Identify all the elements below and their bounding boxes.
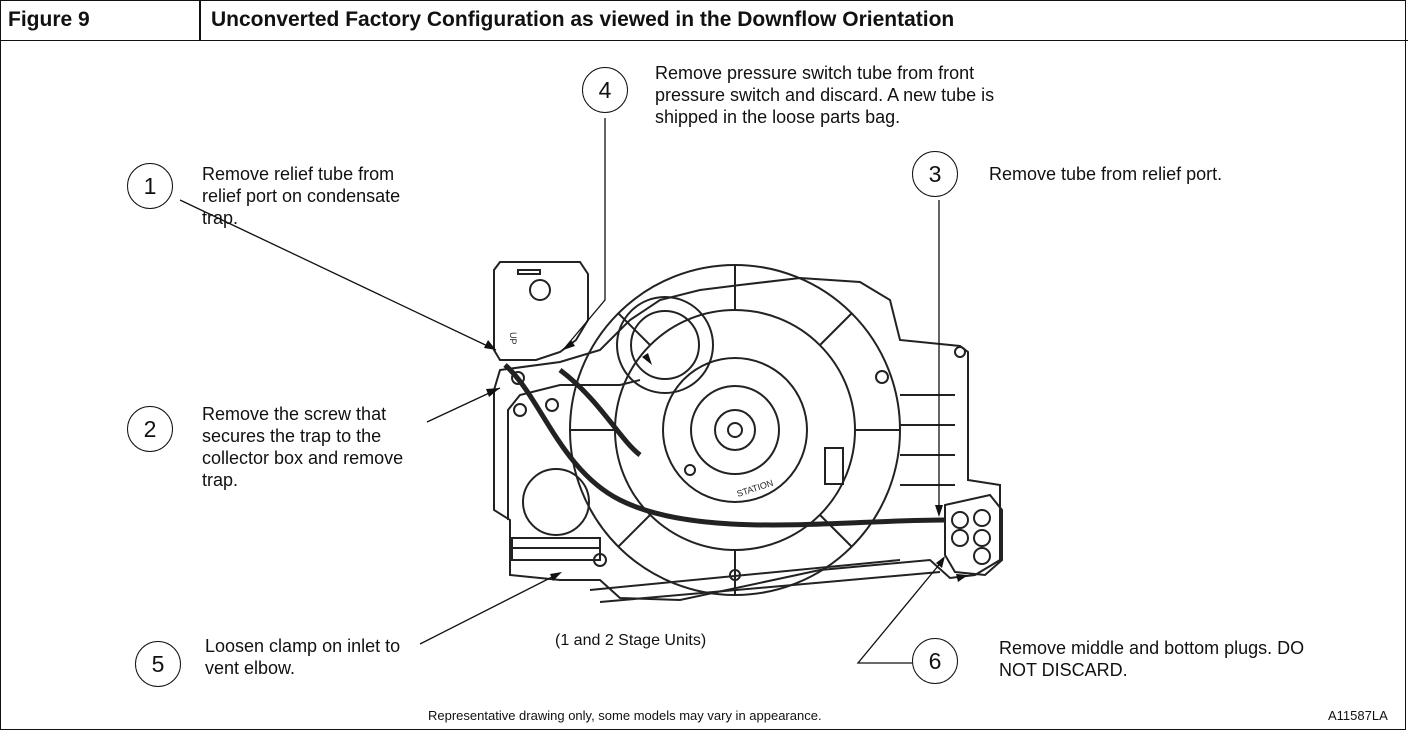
arrowhead-4b — [642, 353, 652, 365]
motor-hub — [714, 409, 756, 451]
figure-title: Unconverted Factory Configuration as vie… — [211, 8, 955, 31]
arrowhead-1 — [484, 340, 496, 350]
motor-shaft — [727, 422, 743, 438]
inlet-collar — [511, 537, 601, 561]
housing-ribs — [570, 265, 900, 595]
callout-1-circle: 1 — [127, 163, 173, 209]
plug-top-right — [973, 509, 991, 527]
leader-1 — [179, 199, 497, 351]
relief-tube — [503, 363, 946, 528]
leader-5 — [419, 572, 561, 645]
mounting-rails — [900, 394, 955, 486]
figure-header: Figure 9 Unconverted Factory Configurati… — [0, 0, 1408, 41]
trap-port — [529, 279, 551, 301]
callout-2-note: Remove the screw that secures the trap t… — [202, 404, 404, 490]
callout-5-circle: 5 — [135, 641, 181, 687]
callout-6-circle: 6 — [912, 638, 958, 684]
motor-mid — [690, 385, 780, 475]
plug-middle-right — [973, 529, 991, 547]
arrowhead-3 — [935, 505, 943, 517]
arrowhead-6a — [936, 556, 945, 568]
header-divider — [199, 0, 201, 41]
arrowhead-2 — [486, 388, 500, 397]
motor-outer — [662, 357, 808, 503]
trap-up-marking: UP — [508, 332, 518, 345]
arrowhead-6b — [956, 574, 968, 582]
plug-middle — [951, 529, 969, 547]
pressure-switch — [616, 296, 714, 394]
callout-5-note: Loosen clamp on inlet to vent elbow. — [205, 636, 401, 678]
callout-2-circle: 2 — [127, 406, 173, 452]
plug-bottom — [973, 547, 991, 565]
plug-top — [951, 511, 969, 529]
lower-rail — [589, 559, 941, 603]
callout-4-circle: 4 — [582, 67, 628, 113]
callout-3-note: Remove tube from relief port. — [989, 164, 1223, 184]
footer-disclaimer: Representative drawing only, some models… — [428, 708, 822, 723]
drawing-caption: (1 and 2 Stage Units) — [555, 632, 707, 649]
footer-drawing-code: A11587LA — [1328, 708, 1388, 723]
leader-4 — [562, 118, 606, 351]
callout-6-note: Remove middle and bottom plugs. DO NOT D… — [999, 638, 1305, 680]
vent-elbow — [522, 468, 590, 536]
figure-number: Figure 9 — [8, 8, 90, 31]
condensate-trap — [493, 261, 589, 361]
relief-port-plate — [944, 493, 1003, 577]
collector-box — [493, 276, 1001, 602]
pressure-tube — [558, 368, 642, 457]
switch-box — [824, 447, 844, 485]
callout-1-note: Remove relief tube from relief port on c… — [202, 164, 401, 228]
callout-4-note: Remove pressure switch tube from front p… — [655, 63, 995, 127]
callout-3-circle: 3 — [912, 151, 958, 197]
arrowhead-4a — [563, 340, 575, 350]
arrowhead-5 — [550, 572, 562, 581]
leader-6 — [856, 559, 944, 664]
